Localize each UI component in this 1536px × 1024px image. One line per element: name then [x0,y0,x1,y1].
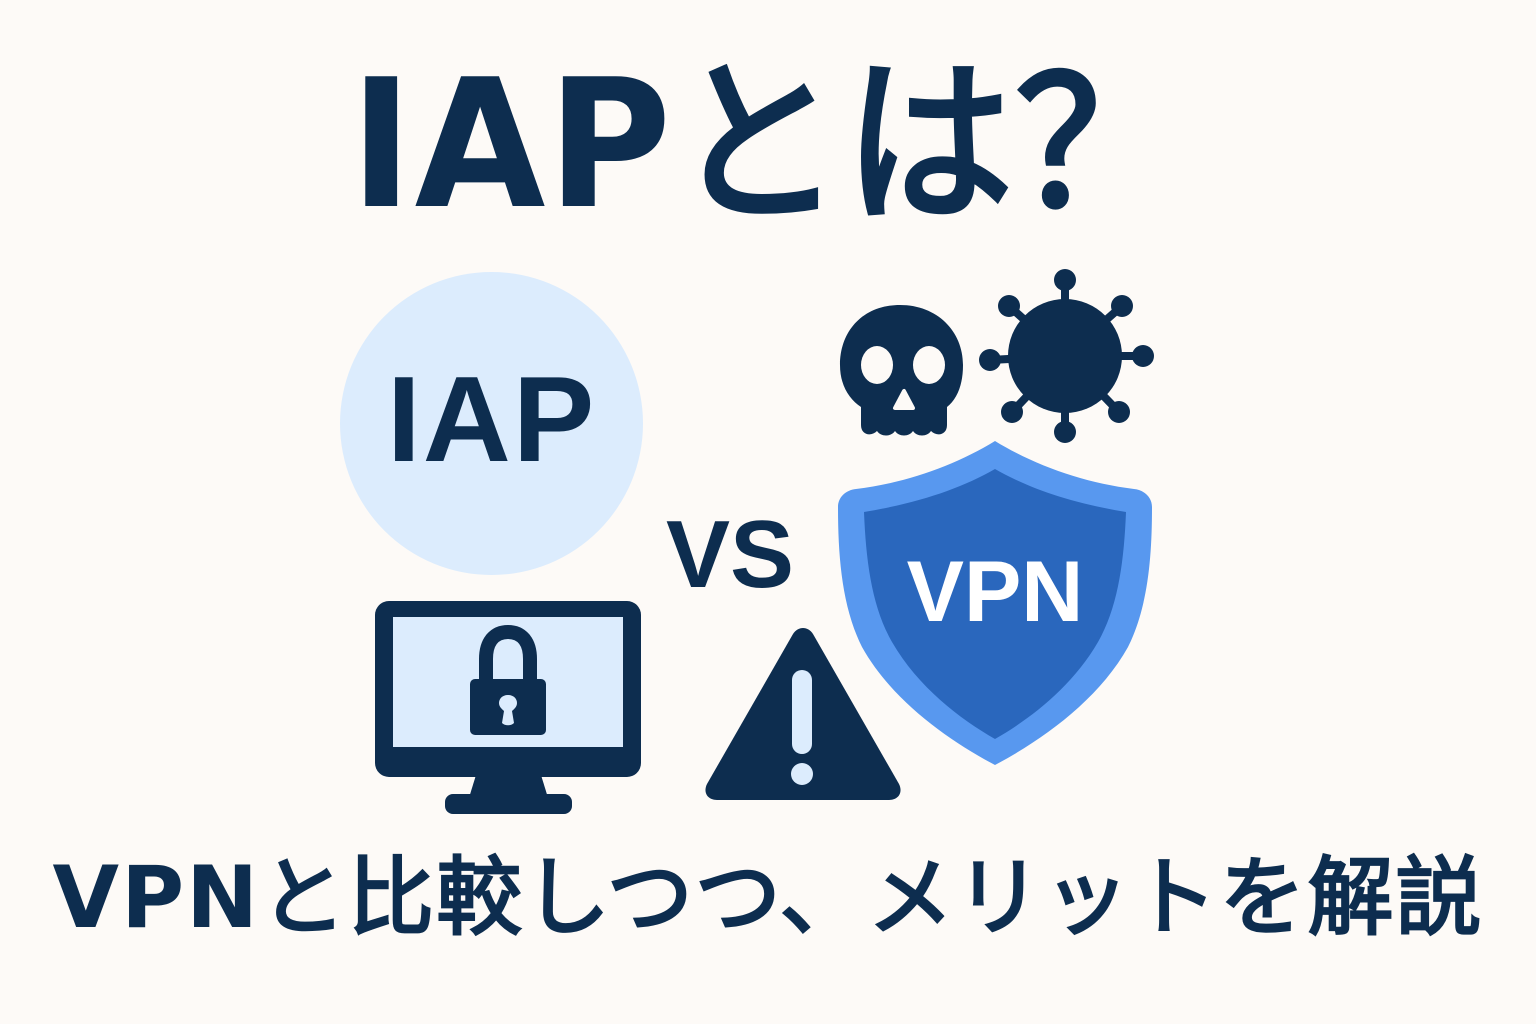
iap-label: IAP [386,350,597,487]
virus-icon [978,266,1158,446]
iap-badge: IAP [340,272,643,575]
vs-label: VS [665,501,795,608]
monitor-lock-icon [373,599,643,819]
warning-icon [703,626,903,802]
page-subtitle: VPNと比較しつつ、メリットを解説 [52,848,1484,948]
skull-icon [835,303,965,438]
page-title: IAPとは？ [349,41,1187,248]
vpn-shield-icon: VPN [836,437,1154,767]
vpn-label: VPN [907,544,1084,640]
